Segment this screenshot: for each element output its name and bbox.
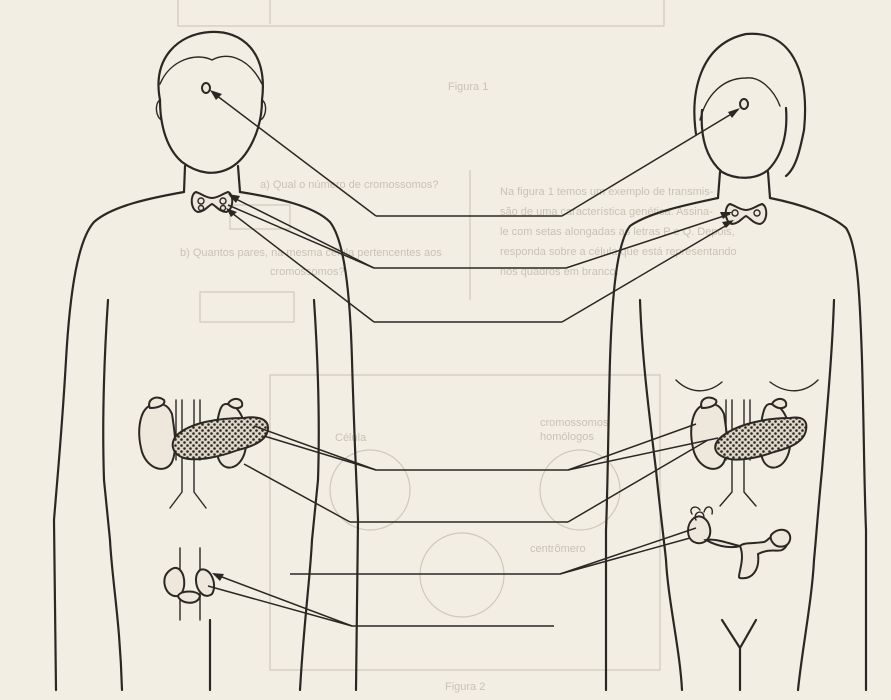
male-head (159, 32, 263, 173)
male-thyroid (192, 192, 233, 212)
bleed-question-b1: b) Quantos pares, na mesma célula perten… (180, 247, 442, 259)
female-hair (694, 34, 805, 176)
male-hair (160, 56, 262, 84)
bleed-question-a: a) Qual o número de cromossomos? (260, 179, 439, 191)
bleed-question-b2: cromossomos? (270, 266, 345, 278)
female-torso-right (770, 198, 866, 530)
bleed-label-homologos1: cromossomos (540, 417, 609, 429)
bleed-label-centromero: centrômero (530, 543, 586, 555)
female-pineal (740, 99, 748, 109)
female-ovaries-uterus (688, 507, 790, 578)
male-testes (164, 548, 214, 620)
bleed-label-celula: Célula (335, 432, 367, 444)
male-pancreas (173, 417, 268, 459)
female-face (702, 108, 787, 178)
female-pancreas (715, 418, 806, 460)
bleed-question-line3: le com setas alongadas as letras P e Q. … (500, 226, 735, 238)
female-body (606, 34, 866, 690)
male-torso-left (54, 192, 184, 520)
bleed-question-line1: Na figura 1 temos um exemplo de transmis… (500, 186, 714, 198)
male-pineal (202, 83, 210, 93)
bleed-label-homologos2: homólogos (540, 431, 594, 443)
bleed-caption-figura2: Figura 2 (445, 681, 485, 693)
leader-lines (208, 90, 740, 626)
bleed-caption-figura1: Figura 1 (448, 81, 488, 93)
